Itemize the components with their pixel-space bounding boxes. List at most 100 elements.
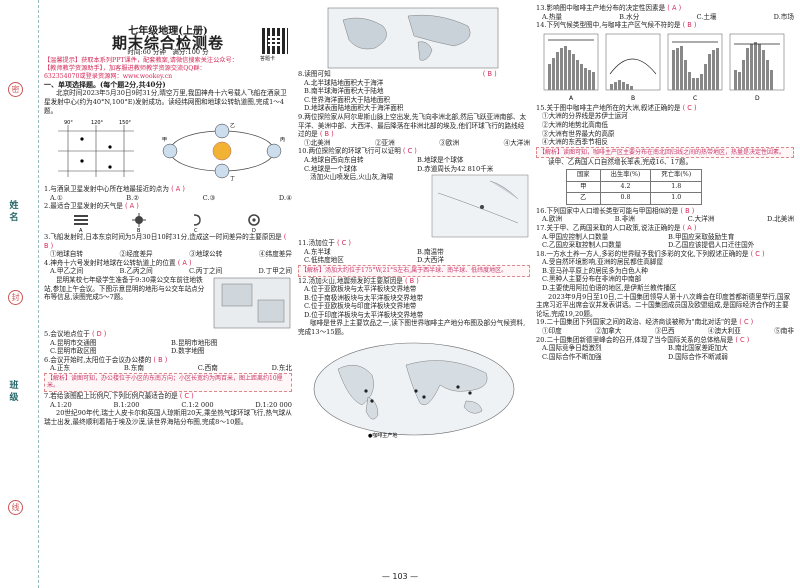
question-stem: 11.汤加位于 xyxy=(298,239,335,248)
option: D.1:20 000 xyxy=(255,400,292,409)
question-stem: 13.影响图中咖啡主产地分布的决定性因素是 xyxy=(536,4,666,12)
option: C.大洋洲 xyxy=(687,215,715,224)
option: A.北半球陆地面积大于海洋 xyxy=(304,78,384,87)
option: B.东南 xyxy=(123,364,144,373)
option: C.昆明市政区图 xyxy=(50,347,97,356)
option: A.甲乙之间 xyxy=(50,267,84,276)
option: A.东半球 xyxy=(304,247,331,256)
tonga-location-map xyxy=(431,174,529,238)
question-stem: 12.汤加火山,地震频发的主要原因是 xyxy=(298,276,403,285)
margin-mark: 密 xyxy=(8,82,23,97)
answer-mark: ( C ) xyxy=(179,392,194,401)
promo-line: 【温馨提示】获取本系列PPT课件，配套教案,请微信搜索关注公众号： xyxy=(44,56,238,64)
option: C.地球是一个球体 xyxy=(304,164,358,173)
option: ①印度 xyxy=(542,327,562,336)
option: B.非洲 xyxy=(614,215,635,224)
question-intro: 咖啡是世界上主要饮品之一,读下图世界咖啡主产地分布图及部分气候资料,完成13～1… xyxy=(298,319,526,337)
section-heading: 一、单项选择题。(每个题2分,共40分) xyxy=(44,79,166,89)
graticule-label: 90° xyxy=(64,120,73,126)
option: C.③ xyxy=(202,193,216,202)
option: C.位于亚欧板块与印度洋板块交界地带 xyxy=(304,302,417,311)
question-intro: 昆明某校七年级学生准备于9:30乘公交车前往地铁站,参加上午会议。下图示意昆明的… xyxy=(44,275,205,302)
question: 18.一方水土养一方人,多彩的世界赋予我们多彩的文化,下列叙述正确的是 ( C … xyxy=(536,250,794,293)
question-stem: 18.一方水土养一方人,多彩的世界赋予我们多彩的文化,下列叙述正确的是 xyxy=(536,249,749,258)
option: D.地球表面陆地面积大于海洋面积 xyxy=(304,104,404,113)
question: 14.下列气候类型图中,与咖啡主产区气候不符的是 ( B ) xyxy=(536,21,794,30)
page-number: — 103 — xyxy=(381,572,419,581)
analysis-note: 【解析】读图可知，咖啡主产区主要分布在南北回归线之间的热带地区，热量是决定性因素… xyxy=(536,146,794,159)
climate-chart-c xyxy=(667,33,723,91)
question-stem: 4.神舟十六号发射时地球在公转轨道上的位置 xyxy=(44,258,176,267)
option: ④纬度差异 xyxy=(259,250,292,259)
option: C xyxy=(693,95,697,102)
margin-mark: 封 xyxy=(8,290,23,305)
option: ②大洲的地势北高南低 xyxy=(542,120,608,129)
option: C.乙国应采取控制人口数量 xyxy=(542,241,622,250)
option: B.南北国家差距加大 xyxy=(668,344,728,353)
option: ③地球公转 xyxy=(189,250,223,259)
table-header: 死亡率(%) xyxy=(650,168,703,182)
option: C.土壤 xyxy=(696,12,717,21)
option: B.南温带 xyxy=(417,247,444,256)
question-stem: 15.关于图中咖啡主产地所在的大洲,叙述正确的是 xyxy=(536,103,681,112)
option: A.1:20 xyxy=(50,400,72,409)
climate-chart-d xyxy=(729,33,785,91)
option: A xyxy=(79,228,83,233)
option: A.昆明市交通图 xyxy=(50,338,97,347)
analysis-note: 【解析】汤加大约位于175°W,21°S左右,属于西半球、南半球、低纬度地区。 xyxy=(298,264,530,277)
option: C.1:2 000 xyxy=(181,400,214,409)
answer-mark: ( B ) xyxy=(153,355,168,364)
orbit-label: 丁 xyxy=(230,176,235,182)
option: A.热量 xyxy=(542,12,563,21)
option: B.位于南极洲板块与太平洋板块交界地带 xyxy=(304,293,424,302)
binding-margin: 密 姓名 封 班级 线 xyxy=(0,0,39,588)
question-stem: 19.二十国集团下列国家之间的政治、经济商谈被称为"南北对话"的是 xyxy=(536,318,738,327)
table-header: 出生率(%) xyxy=(599,168,652,182)
answer-mark: ( B ) xyxy=(482,70,497,78)
option: D.市场 xyxy=(773,12,794,21)
option: ④澳大利亚 xyxy=(707,327,741,336)
option: D.东北 xyxy=(271,364,292,373)
option: ②亚洲 xyxy=(374,138,395,147)
qr-code[interactable] xyxy=(262,28,288,54)
answer-mark: ( A ) xyxy=(177,258,192,267)
answer-mark: ( C ) xyxy=(739,318,754,327)
orbit-label: 乙 xyxy=(230,122,235,129)
table-header: 国家 xyxy=(566,168,601,182)
question-stem: 17.关于甲、乙两国采取的人口政策,说法正确的是 xyxy=(536,223,681,232)
table-intro: 读甲、乙两国人口自然增长率表,完成16、17题。 xyxy=(548,158,693,167)
option: B.乙丙之间 xyxy=(119,267,153,276)
section-intro: 北京时间2023年5月30日9时31分,晴空万里,我国神舟十六号载人飞船在酒泉卫… xyxy=(44,89,287,115)
answer-mark: ( B ) xyxy=(405,276,419,285)
option: D.丁甲之间 xyxy=(258,267,292,276)
option: B.② xyxy=(126,193,140,202)
answer-mark: ( B ) xyxy=(319,130,334,139)
option: A.位于亚欧板块与太平洋板块交界地带 xyxy=(304,285,417,294)
answer-mark: ( B ) xyxy=(44,232,287,250)
answer-mark: ( A ) xyxy=(171,185,185,194)
answer-mark: ( D ) xyxy=(91,329,107,338)
question-stem: 14.下列气候类型图中,与咖啡主产区气候不符的是 xyxy=(536,21,681,30)
qr-code-label: 答题卡 xyxy=(260,56,276,62)
coffee-world-map: ●咖啡主产地 xyxy=(313,342,515,439)
column-1: 七年级地理(上册) 期末综合检测卷 时间:60 分钟 满分:100 分 【温馨提… xyxy=(44,0,292,568)
option: C.丙丁之间 xyxy=(188,267,223,276)
answer-mark: ( A ) xyxy=(682,223,697,232)
orbit-diagram: 甲 乙 丙 丁 xyxy=(162,122,285,182)
option: D.④ xyxy=(278,193,292,202)
climate-chart-b xyxy=(605,33,661,91)
option: C.国际合作不断加强 xyxy=(542,352,602,361)
name-label: 姓名 xyxy=(9,201,19,223)
question: 4.神舟十六号发射时地球在公转轨道上的位置 ( A ) A.甲乙之间 B.乙丙之间… xyxy=(44,259,292,276)
promo-line: 632354070或登录资源网：www.wookey.cn xyxy=(44,72,173,80)
question: 20.二十国集团新德里峰会的召开,体现了当今国际关系的总体格局是 ( C ) A… xyxy=(536,336,794,362)
exam-title: 期末综合检测卷 xyxy=(111,33,224,52)
option: D.北美洲 xyxy=(767,215,794,224)
